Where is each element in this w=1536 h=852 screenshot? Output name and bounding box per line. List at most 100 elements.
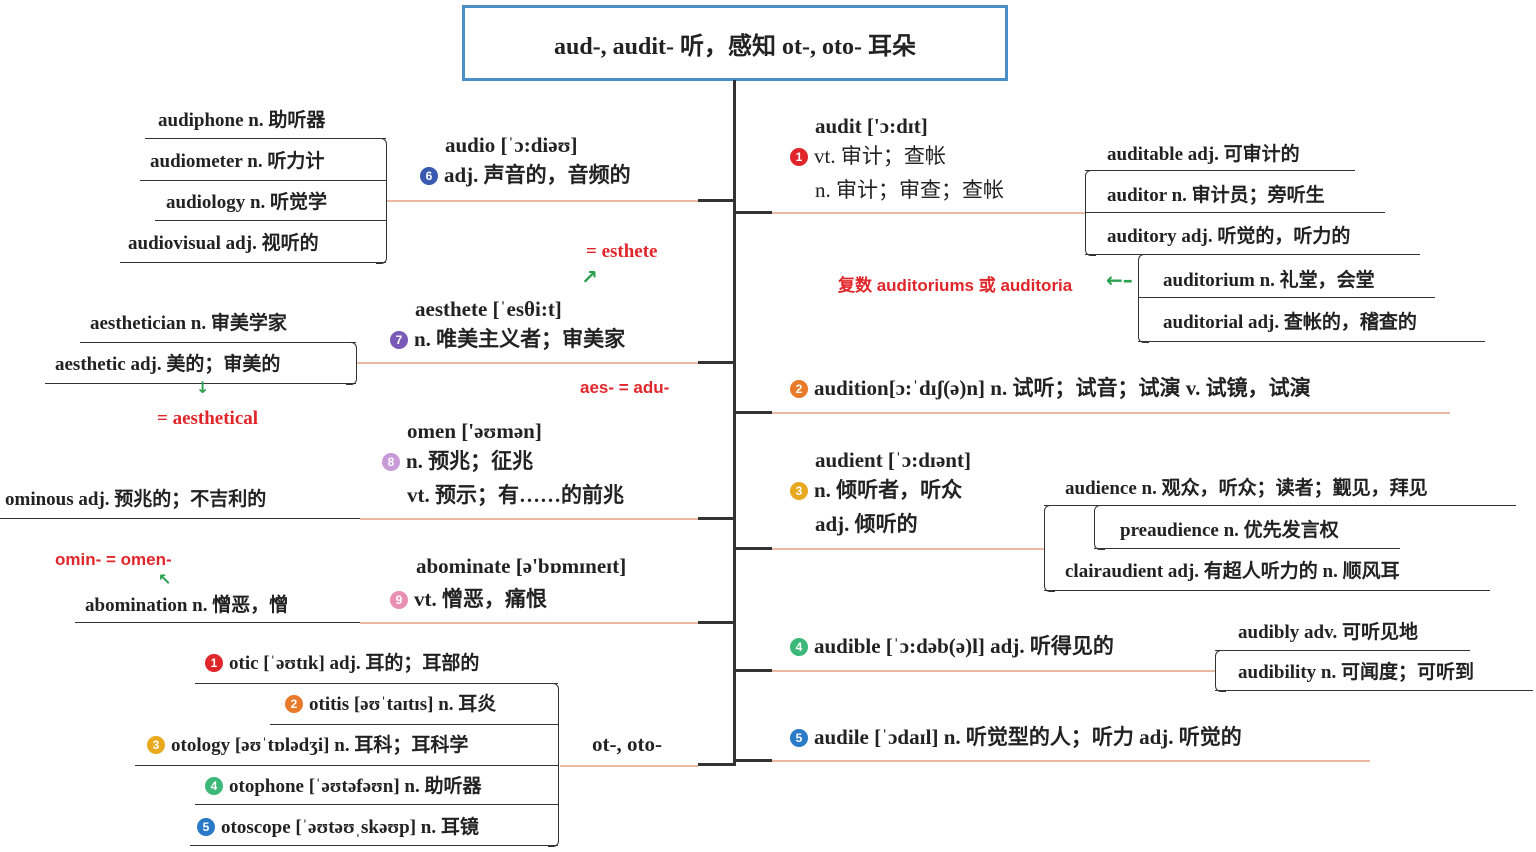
audibility: audibility n. 可闻度；可听到 xyxy=(1238,662,1474,683)
connector xyxy=(736,411,772,414)
branch-line xyxy=(772,760,1370,762)
arrow-up-right-icon: ↗ xyxy=(581,265,598,289)
audient-adj: adj. 倾听的 xyxy=(815,512,918,536)
badge-8: 8 xyxy=(382,453,400,471)
bracket xyxy=(376,138,387,264)
underline xyxy=(1094,548,1400,549)
underline xyxy=(1138,341,1485,342)
underline xyxy=(75,622,360,623)
connector xyxy=(698,199,734,202)
auditable: auditable adj. 可审计的 xyxy=(1107,144,1300,165)
underline xyxy=(140,180,386,181)
underline xyxy=(145,138,386,139)
underline xyxy=(1215,690,1533,691)
audience: audience n. 观众，听众；读者；觐见，拜见 xyxy=(1065,478,1428,499)
branch-line xyxy=(772,670,1215,672)
auditorium: auditorium n. 礼堂，会堂 xyxy=(1163,270,1375,291)
clairaudient: clairaudient adj. 有超人听力的 n. 顺风耳 xyxy=(1065,561,1400,582)
badge-3: 3 xyxy=(790,482,808,500)
branch-line xyxy=(360,622,698,624)
badge-9: 9 xyxy=(390,591,408,609)
branch-line xyxy=(772,212,1085,214)
connector xyxy=(698,763,734,766)
bracket xyxy=(1215,650,1226,692)
underline xyxy=(195,804,558,805)
aes-note: aes- = adu- xyxy=(580,378,670,397)
underline xyxy=(1215,650,1470,651)
abomination: abomination n. 憎恶，憎 xyxy=(85,595,289,616)
aesthetician: aesthetician n. 审美学家 xyxy=(90,313,287,334)
underline xyxy=(1044,590,1490,591)
aesthete-word: aesthete [ˈesθi:t] xyxy=(415,297,562,321)
underline xyxy=(1044,505,1516,506)
audiology: audiology n. 听觉学 xyxy=(166,192,328,213)
oto-label: ot-, oto- xyxy=(592,732,662,756)
underline xyxy=(1138,297,1435,298)
plural-note: 复数 auditoriums 或 auditoria xyxy=(838,276,1073,295)
badge-4: 4 xyxy=(790,638,808,656)
audio-word: audio [ˈɔ:diəʊ] xyxy=(445,133,578,157)
underline xyxy=(135,765,558,766)
connector xyxy=(736,547,772,550)
underline xyxy=(270,724,558,725)
branch-line xyxy=(772,548,1044,550)
branch-line xyxy=(360,518,698,520)
badge-1: 1 xyxy=(205,654,223,672)
audiphone: audiphone n. 助听器 xyxy=(158,110,326,131)
underline xyxy=(1085,212,1385,213)
audibly: audibly adv. 可听见地 xyxy=(1238,622,1419,643)
badge-5: 5 xyxy=(790,729,808,747)
underline xyxy=(195,683,558,684)
preaudience: preaudience n. 优先发言权 xyxy=(1120,520,1339,541)
auditor: auditor n. 审计员；旁听生 xyxy=(1107,185,1325,206)
audit-word: audit ['ɔ:dɪt] xyxy=(815,114,928,138)
audiovisual: audiovisual adj. 视听的 xyxy=(128,233,319,254)
audiometer: audiometer n. 听力计 xyxy=(150,151,325,172)
connector xyxy=(698,621,734,624)
underline xyxy=(80,342,356,343)
synonym-aesthetical: = aesthetical xyxy=(157,408,259,429)
connector xyxy=(736,669,772,672)
branch-line xyxy=(387,200,698,202)
synonym-esthete: = esthete xyxy=(586,241,658,262)
auditory: auditory adj. 听觉的，听力的 xyxy=(1107,226,1351,247)
branch-line xyxy=(560,765,698,767)
audit-noun: n. 审计；审查；查帐 xyxy=(815,178,1004,202)
omen-verb: vt. 预示；有……的前兆 xyxy=(407,483,624,507)
badge-7: 7 xyxy=(390,331,408,349)
underline xyxy=(45,383,356,384)
connector xyxy=(736,759,772,762)
connector xyxy=(698,517,734,520)
bracket xyxy=(1094,505,1105,550)
badge-6: 6 xyxy=(420,167,438,185)
arrow-down-icon: ↓ xyxy=(196,378,210,397)
badge-1: 1 xyxy=(790,148,808,166)
ominous: ominous adj. 预兆的；不吉利的 xyxy=(5,489,267,510)
underline xyxy=(1085,170,1355,171)
underline xyxy=(1085,254,1420,255)
underline xyxy=(0,518,360,519)
badge-3: 3 xyxy=(147,736,165,754)
root-title: aud-, audit- 听，感知 ot-, oto- 耳朵 xyxy=(462,5,1008,81)
auditorial: auditorial adj. 查帐的，稽查的 xyxy=(1163,312,1417,333)
abominate-word: abominate [ə'bɒmɪneɪt] xyxy=(416,554,627,578)
arrow-left-icon: ←– xyxy=(1106,268,1133,292)
branch-line xyxy=(357,362,698,364)
badge-2: 2 xyxy=(285,695,303,713)
connector xyxy=(736,211,772,214)
omin-note: omin- = omen- xyxy=(55,550,172,569)
bracket xyxy=(1138,254,1149,343)
bracket xyxy=(346,342,357,385)
spine xyxy=(733,80,736,766)
